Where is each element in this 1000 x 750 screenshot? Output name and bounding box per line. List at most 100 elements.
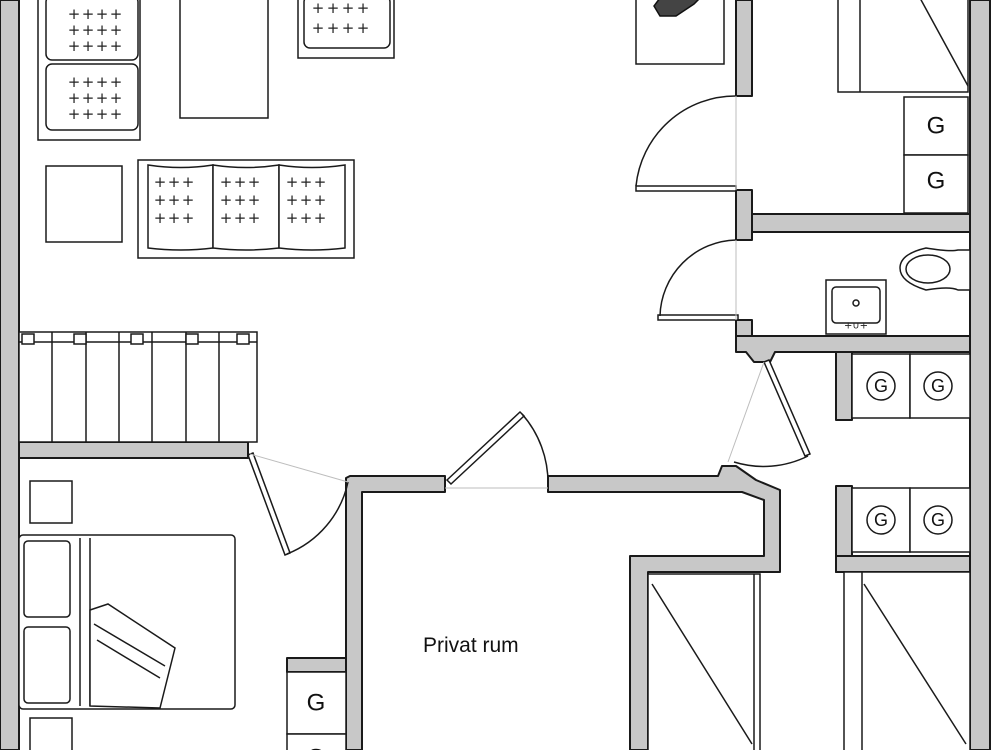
door-hallway[interactable] [727, 359, 811, 468]
cushion-plus: + [286, 209, 299, 227]
door-bedroom-lower[interactable] [247, 452, 349, 556]
wall-bedroom-left-mid [735, 189, 753, 241]
storage-g-label: G [874, 376, 888, 396]
cushion-plus: + [182, 191, 195, 209]
cushion-plus: + [248, 173, 261, 191]
cushion-plus: + [182, 209, 195, 227]
cushion-plus: + [82, 37, 95, 55]
wardrobe [18, 331, 258, 443]
cushion-plus: + [357, 0, 370, 17]
bathroom: +∪+ [825, 247, 971, 335]
cushion-plus: + [300, 191, 313, 209]
storage-g-label: G [307, 745, 326, 750]
room-label-private: Privat rum [423, 634, 519, 657]
door-bathroom[interactable] [657, 239, 739, 321]
cushion-plus: + [286, 173, 299, 191]
cushion-plus: + [248, 191, 261, 209]
cushion-plus: + [168, 191, 181, 209]
storage-g[interactable]: G [286, 671, 347, 735]
cushion-plus: + [82, 21, 95, 39]
coffee-table [179, 0, 269, 119]
storage-g-partial[interactable]: G [286, 733, 347, 750]
cushion-pattern: ++++++++++++ [68, 5, 123, 55]
cushion-plus: + [342, 0, 355, 17]
cushion-plus: + [82, 5, 95, 23]
bedroom-top [837, 0, 969, 93]
desk [635, 0, 725, 65]
wall-bedroom-left-top [735, 0, 753, 97]
cushion-plus: + [68, 37, 81, 55]
cushion-plus: + [96, 73, 109, 91]
storage-g-label: G [931, 376, 945, 396]
cushion-plus: + [110, 105, 123, 123]
cushion-plus: + [314, 191, 327, 209]
wall-closet-right-top [835, 555, 971, 573]
toilet-icon [899, 247, 971, 291]
storage-g[interactable]: G [851, 487, 911, 553]
cushion-plus: + [327, 0, 340, 17]
storage-g[interactable]: G [909, 487, 971, 553]
cushion-plus: + [286, 191, 299, 209]
cushion-plus: + [234, 191, 247, 209]
cushion-plus: + [110, 37, 123, 55]
cushion-plus: + [312, 0, 325, 17]
wall-bedroom2-top [18, 441, 249, 459]
cushion-plus: + [68, 21, 81, 39]
chair-top [297, 0, 395, 59]
cushion-plus: + [168, 173, 181, 191]
cushion-plus: + [110, 73, 123, 91]
closet-far-right [843, 571, 971, 750]
cushion-plus: + [154, 173, 167, 191]
armchair [37, 0, 141, 141]
sink-icon: +∪+ [825, 279, 887, 335]
wall-right [969, 0, 991, 750]
cushion-plus: + [300, 173, 313, 191]
cushion-plus: + [96, 5, 109, 23]
wall-storage-a-left [835, 351, 853, 421]
cushion-plus: + [327, 19, 340, 37]
cushion-pattern: +++++++++++++++++++++++++++ [154, 173, 327, 227]
wall-private-left [345, 475, 446, 750]
storage-units: G G G G G G G [286, 96, 971, 750]
storage-g[interactable]: G [851, 353, 911, 419]
cushion-plus: + [314, 209, 327, 227]
bed [18, 534, 236, 710]
cushion-plus: + [234, 209, 247, 227]
door-private-room[interactable] [445, 410, 549, 489]
cushion-pattern: ++++++++ [312, 0, 370, 37]
cushion-plus: + [220, 173, 233, 191]
closet-right [647, 573, 761, 750]
living-room: ++++++++++++ ++++++++++++ ++++++++ +++++… [18, 0, 725, 443]
storage-g[interactable]: G [903, 154, 969, 214]
cushion-plus: + [96, 105, 109, 123]
cushion-plus: + [110, 21, 123, 39]
cushion-plus: + [314, 173, 327, 191]
cushion-plus: + [154, 191, 167, 209]
storage-g[interactable]: G [909, 353, 971, 419]
cushion-plus: + [110, 5, 123, 23]
side-table [45, 165, 123, 243]
cushion-plus: + [68, 89, 81, 107]
storage-g-label: G [927, 113, 946, 140]
desk-chair [653, 0, 700, 17]
wall-bedroom-bottom [751, 213, 971, 233]
cushion-plus: + [182, 173, 195, 191]
bedroom-lower [18, 480, 236, 750]
wall-bath-left-stub [735, 319, 753, 337]
cushion-pattern: ++++++++++++ [68, 73, 123, 123]
cushion-plus: + [357, 19, 370, 37]
cushion-plus: + [68, 5, 81, 23]
cushion-plus: + [300, 209, 313, 227]
storage-g[interactable]: G [903, 96, 969, 156]
door-bedroom[interactable] [635, 95, 737, 192]
doors [247, 95, 811, 556]
cushion-plus: + [220, 209, 233, 227]
cushion-plus: + [96, 37, 109, 55]
cushion-plus: + [342, 19, 355, 37]
cushion-plus: + [82, 105, 95, 123]
cushion-plus: + [68, 73, 81, 91]
cushion-plus: + [68, 105, 81, 123]
wall-left [0, 0, 20, 750]
